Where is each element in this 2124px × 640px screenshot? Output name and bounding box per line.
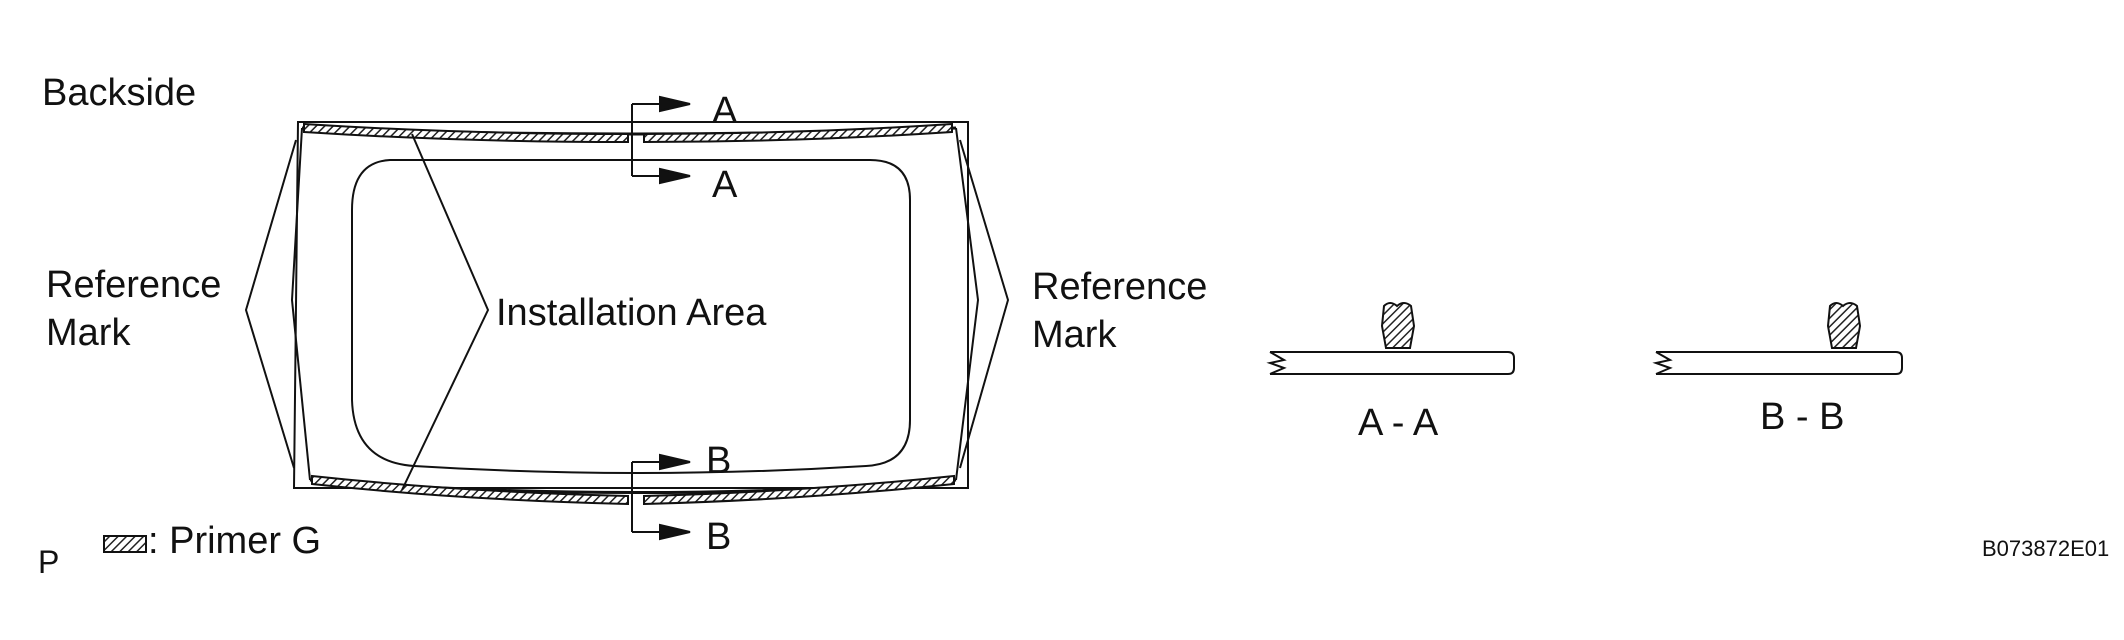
section-marker-b — [631, 453, 691, 541]
primer-band-bottom — [311, 474, 955, 506]
reference-mark-left-label-1: Reference — [46, 264, 222, 306]
section-b-bottom-label: B — [706, 516, 732, 558]
reference-mark-left-leaders — [244, 139, 297, 469]
section-a-bottom-label: A — [712, 164, 738, 206]
section-a-caption: A - A — [1358, 402, 1439, 444]
reference-mark-right-label-1: Reference — [1032, 266, 1208, 308]
corner-p-label: P — [38, 544, 60, 580]
section-marker-a — [631, 95, 691, 185]
backside-label: Backside — [42, 72, 197, 114]
section-a-detail — [1266, 302, 1515, 375]
section-b-detail — [1652, 302, 1903, 375]
section-a-top-label: A — [712, 90, 738, 132]
installation-area-outline — [351, 159, 911, 474]
installation-area-label: Installation Area — [496, 292, 767, 334]
installation-area-leaders — [401, 133, 490, 491]
reference-mark-left-label-2: Mark — [46, 312, 131, 354]
reference-mark-right-leaders — [959, 139, 1010, 469]
section-b-caption: B - B — [1760, 396, 1845, 438]
legend-primer-swatch — [103, 535, 147, 553]
section-b-top-label: B — [706, 440, 732, 482]
drawing-id: B073872E01 — [1982, 536, 2110, 561]
legend-text: : Primer G — [148, 520, 322, 562]
reference-mark-right-label-2: Mark — [1032, 314, 1117, 356]
primer-band-top — [303, 122, 953, 144]
